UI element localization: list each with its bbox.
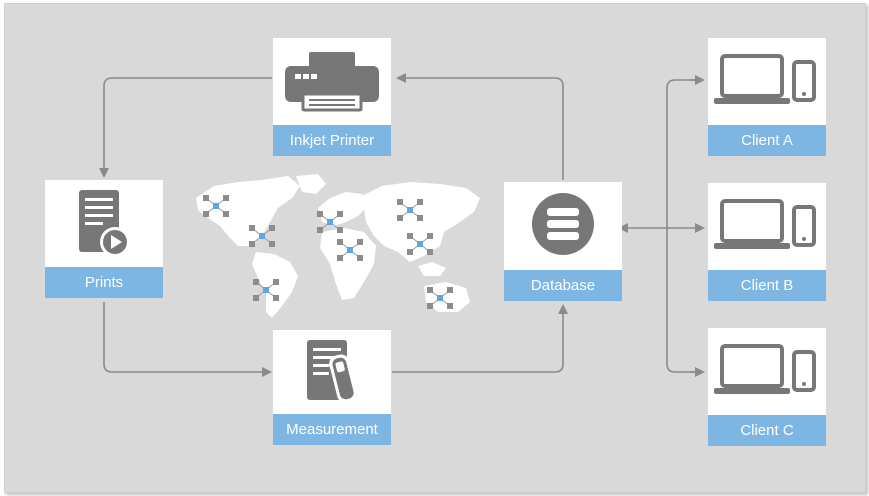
network-node-square: [407, 233, 413, 239]
prints-node: Prints: [45, 180, 163, 298]
network-node-square: [357, 239, 363, 245]
network-hub-square: [327, 219, 333, 225]
network-node-square: [223, 195, 229, 201]
client-bus-vertical: [666, 79, 703, 373]
asia-shape: [362, 182, 480, 262]
laptop-phone-icon: [714, 344, 816, 394]
network-node-square: [317, 211, 323, 217]
africa-shape: [320, 228, 376, 300]
network-node-square: [253, 279, 259, 285]
network-cluster: [249, 225, 275, 247]
world-map-continents: [196, 174, 480, 318]
laptop-phone-icon: [714, 54, 816, 104]
network-node-square: [427, 233, 433, 239]
network-node-square: [273, 279, 279, 285]
database-label: Database: [504, 270, 622, 301]
network-node-square: [253, 295, 259, 301]
north-america-shape: [196, 176, 300, 246]
europe-shape: [318, 192, 368, 226]
network-node-square: [427, 287, 433, 293]
network-node-square: [447, 303, 453, 309]
network-hub-square: [417, 241, 423, 247]
edge-measurement-to-database: [392, 304, 568, 373]
client-c-label: Client C: [708, 415, 826, 446]
client-b-node: Client B: [708, 183, 826, 301]
network-node-square: [397, 199, 403, 205]
network-cluster: [253, 279, 279, 301]
network-clusters: [203, 195, 453, 309]
client-a-label: Client A: [708, 125, 826, 156]
network-cluster: [337, 239, 363, 261]
network-node-square: [223, 211, 229, 217]
network-node-square: [417, 215, 423, 221]
client-c-node: Client C: [708, 328, 826, 446]
network-node-square: [337, 227, 343, 233]
measurement-node: Measurement: [273, 330, 391, 445]
document-spectrometer-icon: [307, 340, 357, 403]
network-node-square: [337, 211, 343, 217]
network-node-square: [427, 249, 433, 255]
network-hub-square: [263, 287, 269, 293]
se-asia-islands-shape: [418, 262, 446, 276]
document-play-icon: [79, 190, 130, 257]
client-a-node: Client A: [708, 38, 826, 156]
network-node-square: [407, 249, 413, 255]
network-node-square: [269, 225, 275, 231]
prints-label: Prints: [45, 267, 163, 298]
network-node-square: [249, 241, 255, 247]
network-node-square: [203, 195, 209, 201]
edge-printer-to-prints: [99, 77, 272, 178]
inkjet-printer-node: Inkjet Printer: [273, 38, 391, 156]
greenland-shape: [296, 174, 326, 194]
database-icon: [532, 193, 594, 255]
network-hub-square: [213, 203, 219, 209]
edge-prints-to-measurement: [103, 302, 272, 377]
network-node-square: [357, 255, 363, 261]
printer-icon: [285, 52, 379, 112]
database-node: Database: [504, 182, 622, 301]
australia-shape: [424, 282, 470, 312]
network-node-square: [337, 255, 343, 261]
network-node-square: [249, 225, 255, 231]
network-cluster: [427, 287, 453, 309]
inkjet-printer-label: Inkjet Printer: [273, 125, 391, 156]
network-node-square: [273, 295, 279, 301]
network-cluster: [317, 211, 343, 233]
network-node-square: [417, 199, 423, 205]
network-cluster: [407, 233, 433, 255]
network-node-square: [269, 241, 275, 247]
network-node-square: [317, 227, 323, 233]
network-cluster: [397, 199, 423, 221]
network-node-square: [337, 239, 343, 245]
measurement-label: Measurement: [273, 414, 391, 445]
network-hub-square: [259, 233, 265, 239]
network-hub-square: [407, 207, 413, 213]
network-node-square: [427, 303, 433, 309]
laptop-phone-icon: [714, 199, 816, 249]
network-node-square: [397, 215, 403, 221]
client-b-label: Client B: [708, 270, 826, 301]
edge-database-to-printer: [396, 73, 564, 180]
network-cluster: [203, 195, 229, 217]
network-node-square: [447, 287, 453, 293]
network-hub-square: [437, 295, 443, 301]
network-hub-square: [347, 247, 353, 253]
network-node-square: [203, 211, 209, 217]
